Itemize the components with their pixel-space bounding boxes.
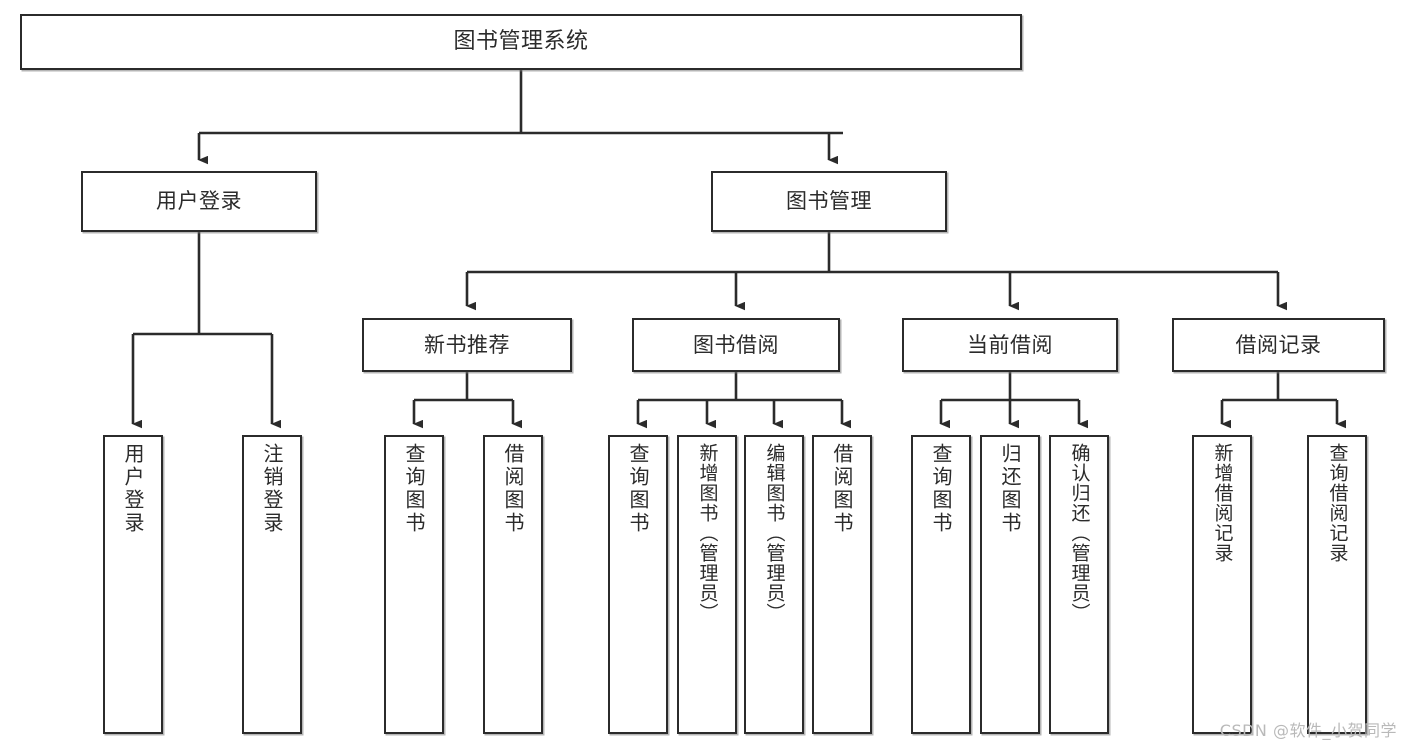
leaf-user-login-logout[interactable]: 注销登录: [242, 435, 302, 734]
leaf-book-borrow-edit-book-admin[interactable]: 编辑图书（管理员）: [744, 435, 804, 734]
node-label: 当前借阅: [967, 332, 1053, 357]
leaf-current-borrow-query-book[interactable]: 查询图书: [911, 435, 971, 734]
node-user-login[interactable]: 用户登录: [81, 171, 317, 232]
csdn-watermark: CSDN @软件_小贺同学: [1219, 721, 1397, 740]
node-label: 图书管理系统: [453, 29, 589, 55]
leaf-new-book-query-book[interactable]: 查询图书: [384, 435, 444, 734]
node-book-borrow[interactable]: 图书借阅: [632, 318, 840, 372]
leaf-new-book-borrow-book[interactable]: 借阅图书: [483, 435, 543, 734]
node-label: 图书管理: [786, 189, 872, 214]
node-label: 确认归还（管理员）: [1068, 443, 1091, 623]
node-label: 新增图书（管理员）: [696, 443, 719, 623]
node-label: 借阅记录: [1235, 332, 1322, 357]
node-new-book-recommend[interactable]: 新书推荐: [362, 318, 572, 372]
node-borrow-record[interactable]: 借阅记录: [1172, 318, 1385, 372]
node-label: 查询借阅记录: [1326, 443, 1349, 563]
node-label: 注销登录: [260, 443, 284, 535]
node-book-management[interactable]: 图书管理: [711, 171, 947, 232]
node-label: 新书推荐: [424, 332, 510, 357]
node-label: 查询图书: [402, 443, 426, 535]
leaf-current-borrow-return-book[interactable]: 归还图书: [980, 435, 1040, 734]
leaf-book-borrow-query-book[interactable]: 查询图书: [608, 435, 668, 734]
leaf-user-login-login[interactable]: 用户登录: [103, 435, 163, 734]
leaf-borrow-record-add-record[interactable]: 新增借阅记录: [1192, 435, 1252, 734]
node-current-borrow[interactable]: 当前借阅: [902, 318, 1118, 372]
node-label: 归还图书: [998, 443, 1022, 535]
node-label: 新增借阅记录: [1211, 443, 1234, 563]
node-label: 图书借阅: [693, 332, 779, 357]
node-root-book-management-system[interactable]: 图书管理系统: [20, 14, 1022, 70]
leaf-book-borrow-add-book-admin[interactable]: 新增图书（管理员）: [677, 435, 737, 734]
node-label: 查询图书: [929, 443, 953, 535]
leaf-borrow-record-query-record[interactable]: 查询借阅记录: [1307, 435, 1367, 734]
leaf-current-borrow-confirm-return-admin[interactable]: 确认归还（管理员）: [1049, 435, 1109, 734]
node-label: 借阅图书: [830, 443, 854, 535]
node-label: 编辑图书（管理员）: [763, 443, 786, 623]
node-label: 用户登录: [156, 189, 242, 214]
node-label: 用户登录: [121, 443, 145, 535]
node-label: 借阅图书: [501, 443, 525, 535]
node-label: 查询图书: [626, 443, 650, 535]
leaf-book-borrow-borrow-book[interactable]: 借阅图书: [812, 435, 872, 734]
